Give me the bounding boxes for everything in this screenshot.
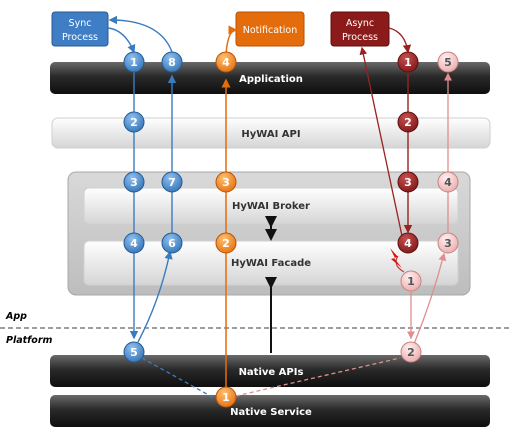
svg-text:2: 2 [407,346,415,359]
svg-text:1: 1 [130,56,138,69]
svg-text:4: 4 [404,237,412,250]
sync-step-7: 7 [161,171,183,193]
sync-step-8: 8 [161,51,183,73]
svg-text:6: 6 [168,237,176,250]
async-process-line1: Async [346,18,374,29]
platform-side-label: Platform [6,335,53,346]
hywai-api-bar [51,117,491,149]
application-bar [50,62,490,94]
sync-flow-return [137,250,173,343]
svg-text:5: 5 [444,56,452,69]
svg-text:2: 2 [404,116,412,129]
svg-text:3: 3 [404,176,412,189]
svg-text:2: 2 [130,116,138,129]
notification-step-2: 2 [215,232,237,254]
svg-text:3: 3 [222,176,230,189]
lightning-icon [390,248,402,268]
notification-step-1: 1 [215,386,237,408]
sync-step-5: 5 [123,341,145,363]
sync-step-3: 3 [123,171,145,193]
sync-step-6: 6 [161,232,183,254]
async-callback-step-1: 1 [400,270,422,292]
sync-process-box: Sync Process [51,11,109,47]
app-side-label: App [5,311,27,322]
svg-text:1: 1 [407,275,415,288]
async-pink-loop [395,255,405,273]
svg-text:3: 3 [130,176,138,189]
async-step-4: 4 [397,232,419,254]
svg-text:8: 8 [168,56,176,69]
async-step-3: 3 [397,171,419,193]
native-service-to-apis [235,357,401,397]
svg-text:4: 4 [130,237,138,250]
async-process-box: Async Process [330,11,390,47]
async-callback-step-2: 2 [400,341,422,363]
async-process-line2: Process [342,32,378,43]
notification-step-4: 4 [215,51,237,73]
hywai-broker-label: HyWAI Broker [232,201,310,212]
svg-text:2: 2 [222,237,230,250]
async-step-2: 2 [397,111,419,133]
native-service-label: Native Service [230,407,312,418]
notification-box: Notification [235,11,305,47]
async-pink-rise [413,252,447,345]
sync-flow-out [108,15,173,53]
svg-text:4: 4 [444,176,452,189]
sync-flow-in [107,27,136,54]
sync-process-line2: Process [62,32,98,43]
notification-flow-out [225,25,238,55]
svg-text:5: 5 [130,346,138,359]
async-callback-step-5: 5 [437,51,459,73]
sync-process-line1: Sync [69,18,92,29]
notification-label: Notification [243,25,298,36]
hywai-api-label: HyWAI API [241,129,300,140]
async-flow-back [359,46,403,237]
sync-step-2: 2 [123,111,145,133]
notification-step-3: 3 [215,171,237,193]
async-callback-step-4: 4 [437,171,459,193]
svg-text:4: 4 [222,56,230,69]
application-label: Application [239,74,303,85]
hywai-facade-label: HyWAI Facade [231,258,311,269]
native-service-bar [50,395,490,427]
async-callback-step-3: 3 [437,232,459,254]
sync-step-4: 4 [123,232,145,254]
async-step-1: 1 [397,51,419,73]
svg-text:7: 7 [168,176,176,189]
sync-step-1: 1 [123,51,145,73]
native-apis-label: Native APIs [239,367,304,378]
svg-text:1: 1 [404,56,412,69]
async-flow-in [388,27,412,54]
svg-text:3: 3 [444,237,452,250]
svg-text:1: 1 [222,391,230,404]
